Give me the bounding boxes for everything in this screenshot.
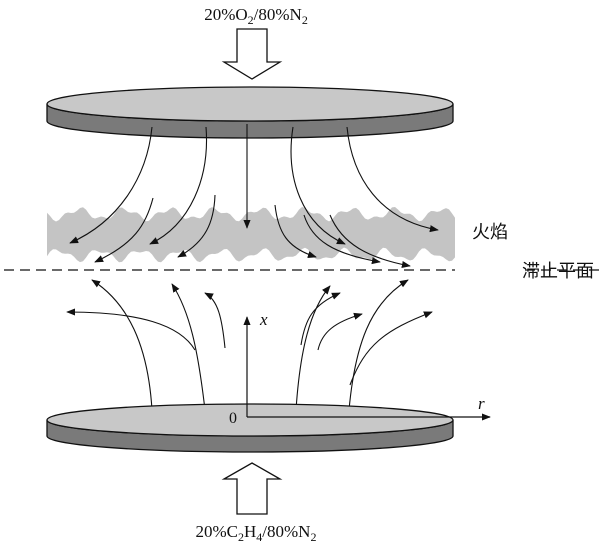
formula-part: 2 <box>248 13 254 27</box>
formula-part: 2 <box>302 13 308 27</box>
streamline-upper-left-3 <box>177 194 216 258</box>
formula-part: 20%O <box>204 5 247 24</box>
bottom-nozzle-disk <box>46 403 454 453</box>
streamline-lower-right-1 <box>295 285 331 411</box>
streamline-upper-right-2 <box>346 126 439 233</box>
streamline-lower-right-2 <box>348 279 409 411</box>
streamline-upper-left-1 <box>149 126 208 245</box>
coordinate-axes <box>243 316 491 421</box>
streamline-upper-right-4 <box>303 214 381 265</box>
bottom-inlet-arrow <box>221 462 283 515</box>
stagnation-plane-label: 滞止平面 <box>522 261 594 282</box>
top-nozzle-disk <box>46 86 454 139</box>
formula-part: 2 <box>310 530 316 544</box>
r-axis-label: r <box>478 394 485 413</box>
streamline-lower-left-1 <box>171 283 206 411</box>
streamline-lower-right-4 <box>317 312 363 351</box>
streamline-upper-right-3 <box>274 204 317 259</box>
streamline-upper-right-1 <box>290 126 346 245</box>
oxidizer-streamlines <box>69 124 439 269</box>
bottom-inlet-mixture-label: 20%C2H4/80%N2 <box>196 522 317 544</box>
streamline-lower-left-4 <box>66 308 196 351</box>
formula-part: 4 <box>256 530 262 544</box>
x-axis-label: x <box>259 310 268 329</box>
fuel-streamlines <box>66 279 433 411</box>
formula-part: 2 <box>238 530 244 544</box>
formula-part: 20%C <box>196 522 239 541</box>
streamline-lower-left-2 <box>91 279 153 411</box>
streamline-lower-right-5 <box>349 311 433 386</box>
flame-zone <box>47 207 455 263</box>
flame-label: 火焰 <box>472 222 508 243</box>
top-inlet-arrow <box>221 28 283 80</box>
streamline-lower-left-3 <box>204 292 226 349</box>
origin-label: 0 <box>229 410 237 427</box>
streamline-upper-left-4 <box>94 197 154 263</box>
streamline-lower-right-3 <box>300 292 341 346</box>
streamline-upper-left-2 <box>69 126 153 244</box>
top-inlet-mixture-label: 20%O2/80%N2 <box>204 5 308 27</box>
formula-part: H <box>244 522 256 541</box>
formula-part: /80%N <box>254 5 302 24</box>
streamline-upper-right-5 <box>329 214 411 269</box>
formula-part: /80%N <box>262 522 310 541</box>
